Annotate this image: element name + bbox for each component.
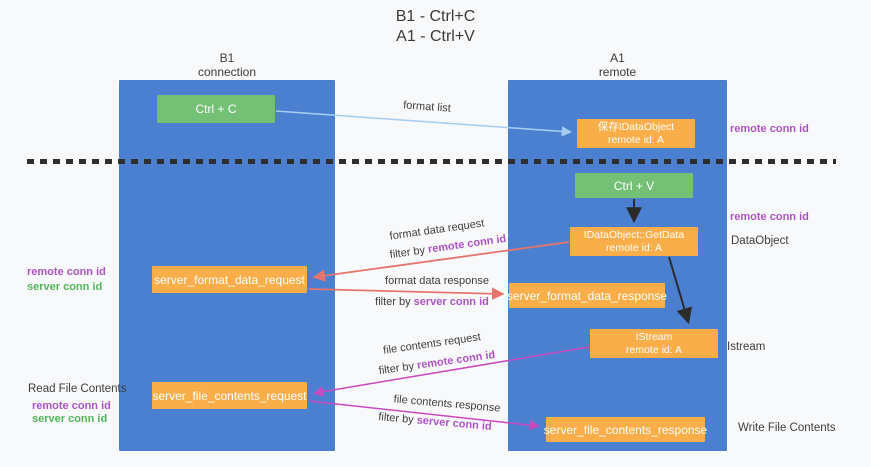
left-label-remote-conn-id: remote conn id	[27, 266, 106, 278]
left-label-server-conn-id: server conn id	[27, 281, 103, 293]
arrow-format-data-response	[308, 287, 505, 301]
right-label-remote-conn-id-top: remote conn id	[730, 123, 809, 135]
filter-key-remote-conn-id: remote conn id	[427, 232, 507, 256]
lane-header-a1: A1 remote	[508, 51, 727, 79]
node-format-request-label: server_format_data_request	[154, 272, 305, 287]
filter-key-server-conn-id: server conn id	[416, 414, 493, 433]
right-label-write-file-contents: Write File Contents	[738, 422, 836, 434]
page-title: B1 - Ctrl+C A1 - Ctrl+V	[0, 7, 871, 47]
node-istream-line2: remote id: A	[625, 343, 683, 356]
lane-b1-subtitle: connection	[197, 65, 257, 79]
right-label-dataobject: DataObject	[731, 235, 789, 247]
node-istream-line1: IStream	[635, 330, 673, 343]
filter-key-server-conn-id: server conn id	[413, 296, 489, 308]
node-file-request-label: server_file_contents_request	[152, 388, 307, 403]
left-label-read-file-contents: Read File Contents	[28, 383, 127, 395]
lane-a1-name: A1	[610, 51, 625, 65]
filter-by-text: filter by	[375, 296, 414, 308]
right-label-istream: Istream	[727, 341, 766, 353]
node-format-response-label: server_format_data_response	[506, 288, 668, 303]
node-ctrl-v: Ctrl + V	[575, 173, 693, 198]
node-file-response-label: server_file_contents_response	[543, 422, 708, 437]
right-label-remote-conn-id-mid: remote conn id	[730, 211, 809, 223]
node-ctrl-c-label: Ctrl + C	[195, 102, 237, 116]
node-server-file-contents-response: server_file_contents_response	[543, 417, 708, 442]
node-server-format-data-request: server_format_data_request	[152, 266, 307, 293]
node-getdata-line1: IDataObject::GetData	[583, 228, 685, 241]
lane-b1-name: B1	[219, 51, 235, 65]
node-server-format-data-response: server_format_data_response	[506, 283, 668, 308]
node-save-idataobject-line2: remote id: A	[607, 133, 665, 146]
left-label-remote-conn-id-2: remote conn id	[32, 400, 111, 412]
node-ctrl-v-label: Ctrl + V	[613, 178, 655, 193]
edge-label-format-data-response: format data response	[385, 275, 489, 287]
filter-by-text: filter by	[378, 359, 418, 378]
filter-by-text: filter by	[389, 243, 429, 262]
title-line-1: B1 - Ctrl+C	[395, 8, 476, 25]
node-save-idataobject: 保存IDataObject remote id: A	[577, 119, 695, 148]
node-server-file-contents-request: server_file_contents_request	[152, 382, 307, 409]
edge-label-format-data-response-filter: filter by server conn id	[375, 296, 489, 308]
title-line-2: A1 - Ctrl+V	[396, 28, 475, 45]
left-label-server-conn-id-2: server conn id	[32, 413, 108, 425]
edge-label-file-contents-response: file contents response	[393, 393, 501, 415]
filter-key-remote-conn-id: remote conn id	[416, 348, 496, 372]
node-getdata-line2: remote id: A	[605, 241, 663, 254]
lane-header-b1: B1 connection	[119, 51, 335, 79]
node-save-idataobject-line1: 保存IDataObject	[597, 120, 675, 133]
node-idataobject-getdata: IDataObject::GetData remote id: A	[570, 227, 698, 256]
edge-label-file-contents-response-filter: filter by server conn id	[378, 411, 492, 433]
dashed-separator-line	[27, 159, 836, 164]
edge-label-format-list: format list	[402, 99, 452, 115]
node-istream: IStream remote id: A	[590, 329, 718, 358]
node-ctrl-c: Ctrl + C	[157, 95, 275, 123]
filter-by-text: filter by	[377, 411, 418, 427]
lane-a1-subtitle: remote	[598, 65, 637, 79]
